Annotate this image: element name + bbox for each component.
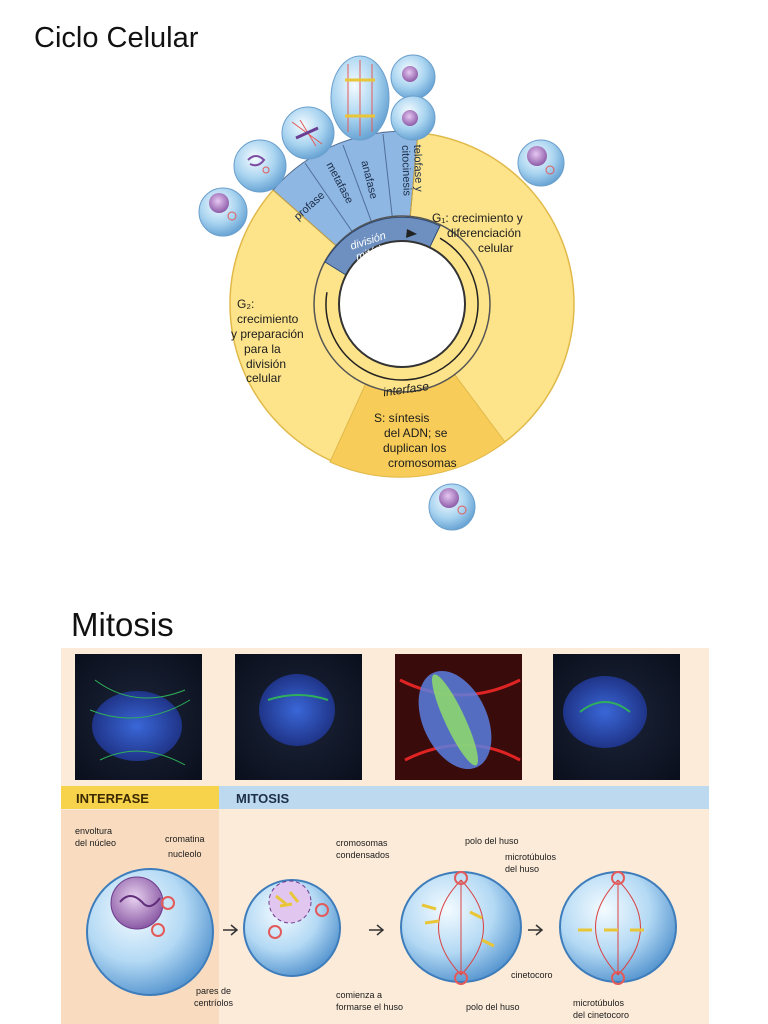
cycle-title: Ciclo Celular bbox=[34, 22, 199, 54]
diagram-cell-interfase bbox=[86, 868, 214, 996]
mitosis-bar-label: MITOSIS bbox=[236, 791, 290, 806]
label-nucleolo: nucleolo bbox=[168, 849, 202, 859]
cell-anaphase bbox=[330, 55, 390, 141]
label-cinetocoro: cinetocoro bbox=[511, 970, 553, 980]
micrograph-metafase bbox=[395, 654, 522, 780]
g2-label: G₂: crecimiento y preparación para la di… bbox=[231, 297, 307, 385]
cell-g2 bbox=[198, 187, 248, 237]
cell-telophase bbox=[390, 54, 436, 141]
s-label: S: síntesis del ADN; se duplican los cro… bbox=[374, 411, 457, 470]
interfase-bar-label: INTERFASE bbox=[76, 791, 149, 806]
mitosis-bar bbox=[219, 786, 709, 809]
diagram-cell-prometafase bbox=[400, 871, 522, 985]
cell-prophase bbox=[233, 139, 287, 193]
cell-metaphase bbox=[281, 106, 335, 160]
diagram-cell-profase bbox=[243, 879, 341, 977]
micrograph-interfase bbox=[75, 654, 202, 780]
micrograph-anafase bbox=[553, 654, 680, 780]
micrograph-profase bbox=[235, 654, 362, 780]
label-polo-top: polo del huso bbox=[465, 836, 519, 846]
interfase-bar bbox=[61, 786, 219, 809]
phase-telofase: telofase y citocinesis bbox=[399, 145, 425, 197]
diagram-cell-metafase bbox=[559, 871, 677, 985]
interfase-label: interfase bbox=[382, 379, 430, 399]
label-polo-bottom: polo del huso bbox=[466, 1002, 520, 1012]
mitosis-title: Mitosis bbox=[71, 606, 174, 643]
cell-g1 bbox=[517, 139, 565, 187]
cell-cycle-diagram: G₁: crecimiento y diferenciación celular… bbox=[198, 54, 575, 531]
label-cromatina: cromatina bbox=[165, 834, 205, 844]
g1-label: G₁: crecimiento y diferenciación celular bbox=[432, 211, 526, 255]
cell-s bbox=[428, 483, 476, 531]
